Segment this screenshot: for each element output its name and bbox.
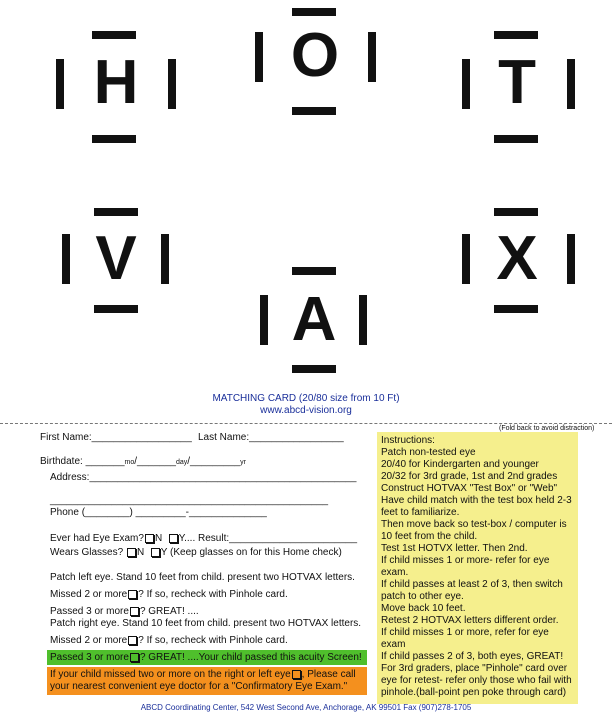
glasses-yes-label: Y (Keep glasses on for this Home check) bbox=[160, 547, 342, 558]
missed-left-checkbox[interactable] bbox=[128, 589, 138, 599]
glasses-no-checkbox[interactable] bbox=[126, 547, 136, 557]
eye-exam-yes-checkbox[interactable] bbox=[168, 533, 178, 543]
passed-right-banner: Passed 3 or more ? GREAT! ....Your child … bbox=[47, 650, 367, 665]
instruction-line: 20/40 for Kindergarten and younger bbox=[381, 459, 539, 470]
refer-text-1: If your child missed two or more on the … bbox=[50, 669, 291, 680]
instructions-panel: Instructions: Patch non-tested eye 20/40… bbox=[377, 432, 578, 704]
cross-bar-bottom bbox=[494, 305, 538, 313]
card-title: MATCHING CARD (20/80 size from 10 Ft) bbox=[212, 393, 400, 404]
card-url[interactable]: www.abcd-vision.org bbox=[260, 405, 352, 416]
instruction-line: Have child match with the test box held … bbox=[381, 495, 572, 518]
glasses-label: Wears Glasses? bbox=[50, 547, 124, 558]
cross-bar-top bbox=[94, 208, 138, 216]
address-line-2[interactable]: ________________________________________… bbox=[50, 495, 329, 506]
refer-text-2: , Please call bbox=[301, 669, 356, 680]
letter-a: A bbox=[291, 285, 337, 354]
instructions-heading: Instructions: bbox=[381, 435, 435, 446]
instruction-line: If child misses 1 or more, refer for eye… bbox=[381, 627, 549, 650]
letter-o: O bbox=[290, 21, 340, 90]
cross-bar-left bbox=[255, 32, 263, 82]
cross-bar-top bbox=[92, 31, 136, 39]
cross-bar-left bbox=[56, 59, 64, 109]
cross-bar-bottom bbox=[292, 107, 336, 115]
cross-bar-bottom bbox=[494, 135, 538, 143]
instruction-line: Move back 10 feet. bbox=[381, 603, 466, 614]
eye-exam-no-label: N bbox=[154, 533, 163, 544]
patch-left-text: Patch left eye. Stand 10 feet from child… bbox=[50, 572, 355, 583]
missed-left-label: Missed 2 or more bbox=[50, 589, 128, 600]
instruction-line: Retest 2 HOTVAX letters different order. bbox=[381, 615, 559, 626]
letter-v: V bbox=[95, 224, 137, 293]
birth-day-label: day bbox=[175, 459, 188, 466]
instruction-line: Construct HOTVAX "Test Box" or "Web" bbox=[381, 483, 558, 494]
cross-bar-top bbox=[494, 208, 538, 216]
fold-line bbox=[0, 423, 612, 424]
cross-bar-right bbox=[359, 295, 367, 345]
cross-bar-right bbox=[161, 234, 169, 284]
eye-exam-yes-label: Y.... Result:_______________________ bbox=[178, 533, 358, 544]
missed-right-note: ? If so, recheck with Pinhole card. bbox=[138, 635, 288, 646]
letter-t: T bbox=[498, 48, 536, 117]
passed-left-checkbox[interactable] bbox=[129, 606, 139, 616]
passed-right-note: ? GREAT! ....Your child passed this acui… bbox=[139, 652, 362, 663]
refer-banner: If your child missed two or more on the … bbox=[47, 667, 367, 695]
passed-left-row: Passed 3 or more ? GREAT! .... bbox=[50, 606, 199, 618]
birth-mo-label: mo bbox=[124, 459, 135, 466]
letter-h: H bbox=[93, 48, 139, 117]
instruction-line: If child passes 2 of 3, both eyes, GREAT… bbox=[381, 651, 564, 662]
cross-bar-bottom bbox=[92, 135, 136, 143]
birth-yr-label: yr bbox=[240, 459, 246, 466]
cross-bar-right bbox=[168, 59, 176, 109]
instruction-line: Test 1st HOTVX letter. Then 2nd. bbox=[381, 543, 528, 554]
refer-text-3: your nearest convenient eye doctor for a… bbox=[50, 681, 348, 692]
missed-right-row: Missed 2 or more ? If so, recheck with Pi… bbox=[50, 635, 288, 647]
cross-bar-top bbox=[292, 267, 336, 275]
missed-left-row: Missed 2 or more ? If so, recheck with Pi… bbox=[50, 589, 288, 601]
passed-left-label: Passed 3 or more bbox=[50, 606, 129, 617]
instruction-line: 20/32 for 3rd grade, 1st and 2nd grades bbox=[381, 471, 558, 482]
cross-bar-left bbox=[62, 234, 70, 284]
missed-left-note: ? If so, recheck with Pinhole card. bbox=[138, 589, 288, 600]
last-name-field[interactable]: Last Name:_________________ bbox=[198, 432, 344, 443]
address-field[interactable]: Address:________________________________… bbox=[50, 472, 357, 483]
passed-right-checkbox[interactable] bbox=[129, 652, 139, 662]
cross-bar-top bbox=[494, 31, 538, 39]
glasses-row: Wears Glasses? N Y (Keep glasses on for … bbox=[50, 547, 342, 559]
birthdate-field[interactable]: Birthdate: _______mo/_______day/________… bbox=[40, 456, 246, 469]
patch-right-text: Patch right eye. Stand 10 feet from chil… bbox=[50, 618, 362, 629]
passed-right-label: Passed 3 or more bbox=[50, 652, 129, 663]
birth-sep-1: /_______ bbox=[134, 456, 176, 467]
instruction-line: If child passes at least 2 of 3, then sw… bbox=[381, 579, 563, 602]
glasses-yes-checkbox[interactable] bbox=[150, 547, 160, 557]
eye-exam-row: Ever had Eye Exam? N Y.... Result:_______… bbox=[50, 533, 357, 545]
cross-bar-right bbox=[368, 32, 376, 82]
cross-bar-right bbox=[567, 234, 575, 284]
cross-bar-left bbox=[462, 59, 470, 109]
phone-field[interactable]: Phone (________) _________-_____________… bbox=[50, 507, 267, 518]
cross-bar-left bbox=[462, 234, 470, 284]
refer-checkbox[interactable] bbox=[291, 669, 301, 679]
glasses-no-label: N bbox=[136, 547, 145, 558]
instruction-line: If child misses 1 or more- refer for eye… bbox=[381, 555, 550, 578]
instruction-line: Patch non-tested eye bbox=[381, 447, 476, 458]
cross-bar-left bbox=[260, 295, 268, 345]
cross-bar-right bbox=[567, 59, 575, 109]
letter-x: X bbox=[496, 224, 538, 293]
first-name-field[interactable]: First Name:__________________ bbox=[40, 432, 192, 443]
birthdate-label: Birthdate: _______ bbox=[40, 456, 125, 467]
footer-address: ABCD Coordinating Center, 542 West Secon… bbox=[140, 703, 472, 712]
cross-bar-bottom bbox=[292, 365, 336, 373]
missed-right-label: Missed 2 or more bbox=[50, 635, 128, 646]
cross-bar-top bbox=[292, 8, 336, 16]
passed-left-note: ? GREAT! .... bbox=[139, 606, 199, 617]
fold-note: (Fold back to avoid distraction) bbox=[499, 425, 595, 432]
eye-exam-label: Ever had Eye Exam? bbox=[50, 533, 144, 544]
cross-bar-bottom bbox=[94, 305, 138, 313]
instruction-line: For 3rd graders, place "Pinhole" card ov… bbox=[381, 663, 572, 698]
birth-sep-2: /_________ bbox=[187, 456, 241, 467]
eye-exam-no-checkbox[interactable] bbox=[144, 533, 154, 543]
missed-right-checkbox[interactable] bbox=[128, 635, 138, 645]
instruction-line: Then move back so test-box / computer is… bbox=[381, 519, 567, 542]
